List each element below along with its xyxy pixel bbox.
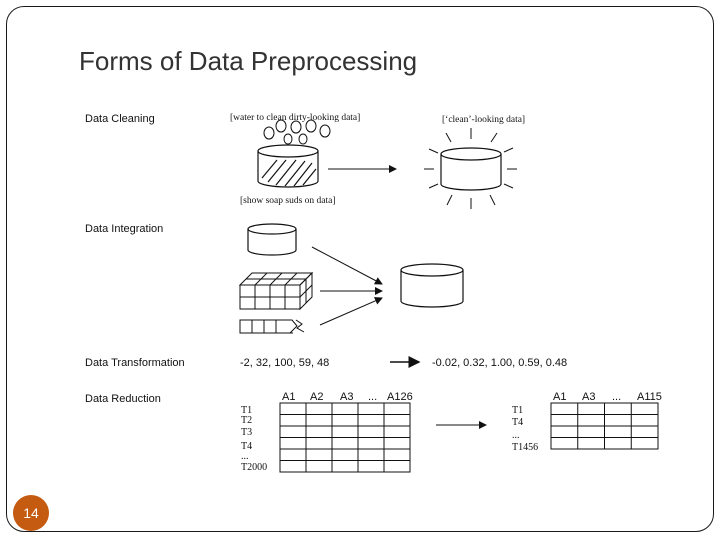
integrated-database-icon <box>400 263 464 308</box>
table-row-label: T1456 <box>512 442 538 453</box>
table-column-header: A3 <box>582 391 595 403</box>
label-data-integration: Data Integration <box>85 223 163 235</box>
table-row-label: ... <box>512 430 520 441</box>
integration-arrow-bottom <box>319 297 383 326</box>
sparkle-rays-icon <box>424 128 517 209</box>
flat-file-icon <box>239 319 305 334</box>
page-number-badge: 14 <box>13 495 49 531</box>
table-column-header: A115 <box>637 391 662 403</box>
table-row-label: ... <box>241 451 249 462</box>
slide-frame <box>6 6 714 532</box>
label-data-reduction: Data Reduction <box>85 393 161 405</box>
transformation-output-values: -0.02, 0.32, 1.00, 0.59, 0.48 <box>432 357 567 369</box>
table-row-label: T2000 <box>241 462 267 473</box>
label-data-transformation: Data Transformation <box>85 357 185 369</box>
table-column-header: A2 <box>310 391 323 403</box>
table-row-label: T1 <box>241 405 252 416</box>
table-row-label: T1 <box>512 405 523 416</box>
integration-arrow-top <box>311 246 383 285</box>
data-cube-icon <box>238 271 314 311</box>
caption-soap: [show soap suds on data] <box>240 196 336 206</box>
table-row-label: T3 <box>241 427 252 438</box>
clean-database-icon <box>440 147 502 191</box>
caption-clean: [‘clean’-looking data] <box>442 115 525 125</box>
transformation-input-values: -2, 32, 100, 59, 48 <box>240 357 329 369</box>
table-column-header: A1 <box>553 391 566 403</box>
slide-title: Forms of Data Preprocessing <box>79 46 418 76</box>
soap-bubbles-icon <box>263 119 331 145</box>
label-data-cleaning: Data Cleaning <box>85 113 155 125</box>
table-column-header: ... <box>368 391 377 403</box>
table-row-label: T2 <box>241 415 252 426</box>
table-column-header: A3 <box>340 391 353 403</box>
table-row-label: T4 <box>512 417 523 428</box>
caption-water: [water to clean dirty-looking data] <box>230 113 360 123</box>
table-column-header: ... <box>612 391 621 403</box>
table-column-header: A126 <box>387 391 413 403</box>
table-row-label: T4 <box>241 441 252 452</box>
dirty-database-icon <box>257 144 319 188</box>
table-column-header: A1 <box>282 391 295 403</box>
source-database-icon <box>247 223 297 256</box>
